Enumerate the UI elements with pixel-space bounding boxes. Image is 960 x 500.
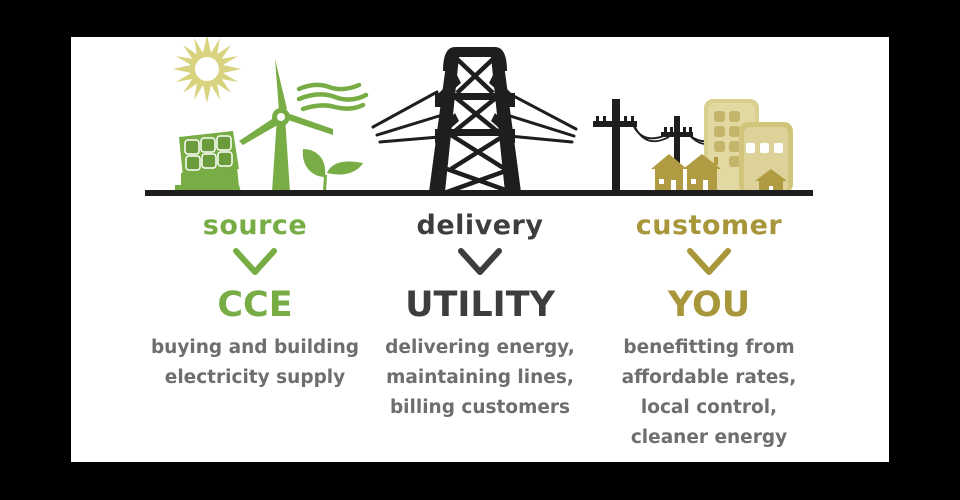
chevron-down-icon xyxy=(135,243,375,281)
source-column: source CCE buying and building electrici… xyxy=(135,209,375,393)
power-line-rays-icon xyxy=(504,90,578,144)
chevron-down-icon xyxy=(360,243,600,281)
entity-label: CCE xyxy=(217,285,293,325)
description-line: billing customers xyxy=(389,397,571,418)
description-line: buying and building xyxy=(150,337,360,358)
category-label: delivery xyxy=(416,210,544,241)
sun-icon xyxy=(173,37,241,103)
solar-panel-icon xyxy=(175,131,241,192)
category-label: source xyxy=(202,210,308,241)
sprout-icon xyxy=(302,149,363,192)
utility-pole-icon xyxy=(593,99,637,194)
description: buying and building electricity supply xyxy=(135,333,375,393)
wind-turbine-icon xyxy=(239,59,333,192)
customer-column: customer YOU benefitting from affordable… xyxy=(589,209,829,453)
house-icon xyxy=(683,154,721,194)
energy-chain-illustration xyxy=(145,37,813,196)
description: benefitting from affordable rates, local… xyxy=(589,333,829,453)
description-line: electricity supply xyxy=(164,367,346,388)
entity-label: UTILITY xyxy=(405,285,555,325)
description-line: delivering energy, xyxy=(385,337,575,358)
delivery-column: delivery UTILITY delivering energy, main… xyxy=(360,209,600,423)
chevron-down-icon xyxy=(589,243,829,281)
ground-line xyxy=(145,190,813,196)
description-line: affordable rates, xyxy=(621,367,797,388)
category-label: customer xyxy=(635,210,783,241)
transmission-tower-icon xyxy=(429,47,521,192)
description: delivering energy, maintaining lines, bi… xyxy=(360,333,600,423)
power-line-rays-icon xyxy=(371,90,441,144)
description-line: local control, xyxy=(640,397,778,418)
description-line: maintaining lines, xyxy=(386,367,574,388)
utility-pole-icon xyxy=(661,116,693,166)
infographic-panel: source CCE buying and building electrici… xyxy=(71,37,889,462)
description-line: benefitting from xyxy=(623,337,795,358)
entity-label: YOU xyxy=(667,285,751,325)
wind-lines-icon xyxy=(296,82,369,112)
house-icon xyxy=(651,154,687,194)
tower-lattice xyxy=(446,57,512,195)
description-line: cleaner energy xyxy=(630,427,788,448)
